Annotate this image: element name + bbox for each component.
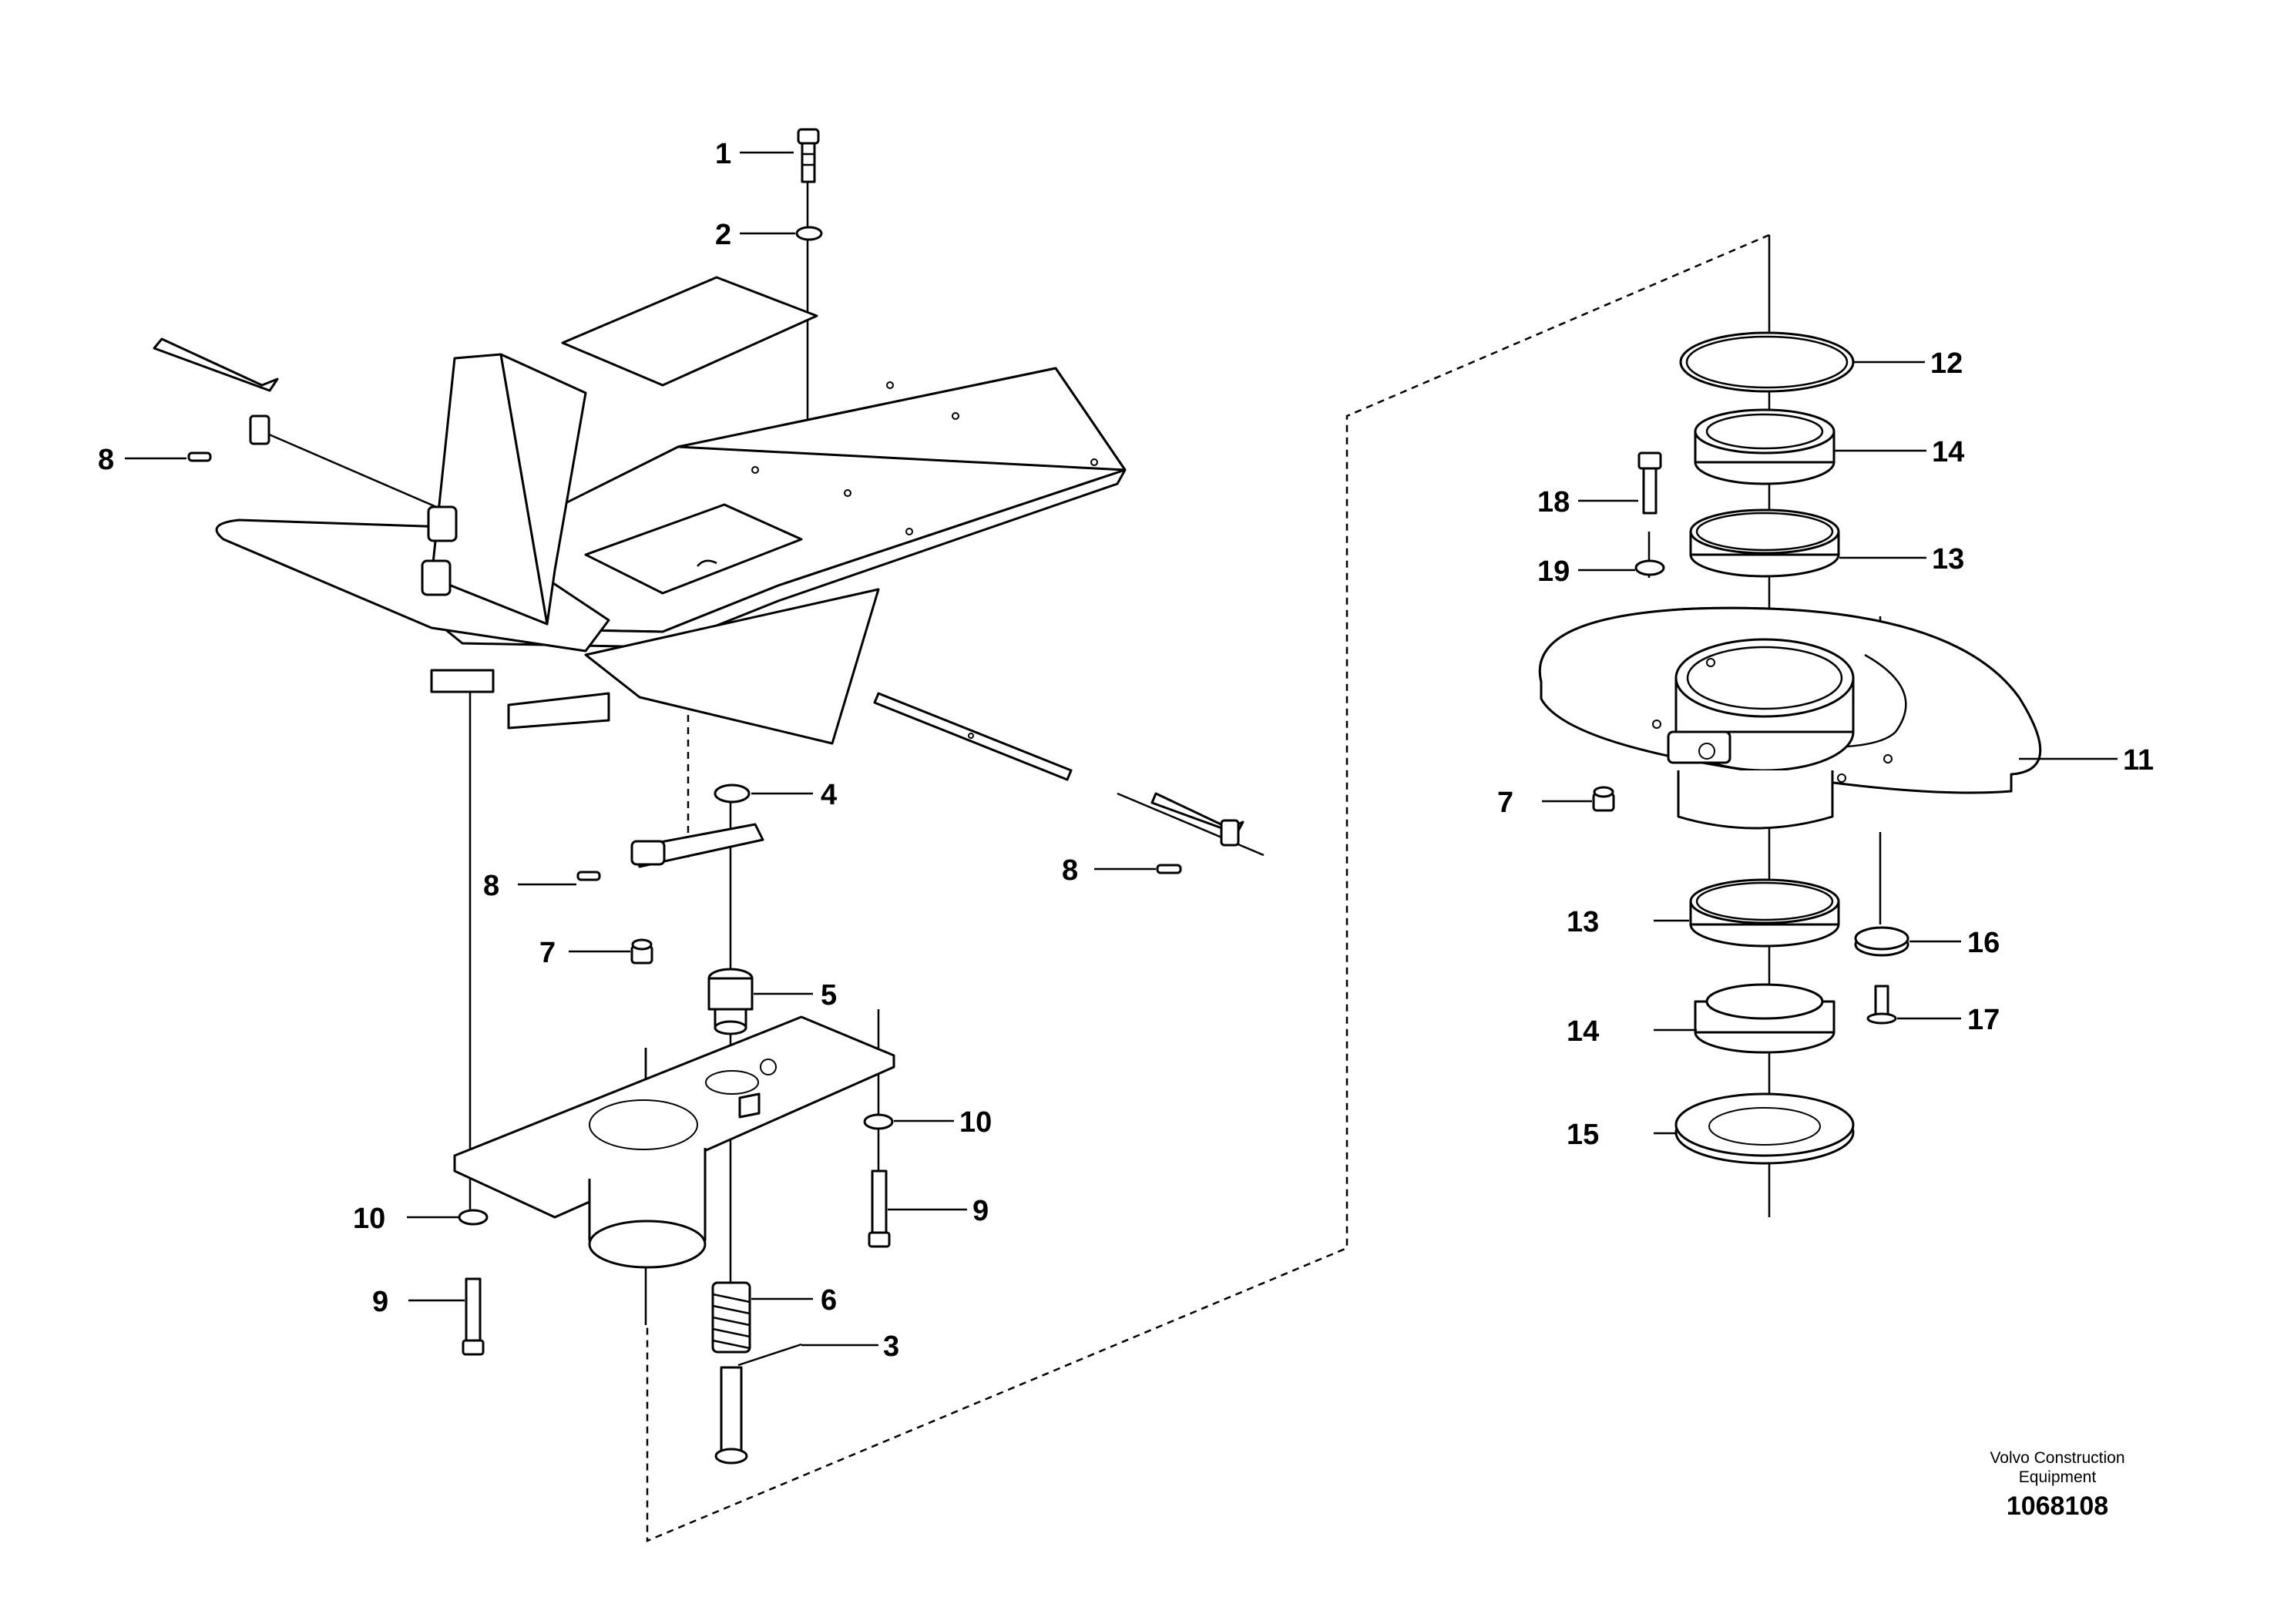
callout-7-right: 7	[1497, 787, 1513, 819]
callout-8-right: 8	[1062, 854, 1078, 887]
pin-part-8-center	[576, 871, 601, 881]
lock-nut-part-15	[1674, 1092, 1855, 1165]
bushing-part-5	[707, 968, 754, 1035]
pedal-base-plate	[215, 518, 880, 745]
callout-13-upper: 13	[1932, 543, 1964, 575]
detail-boundary-line	[646, 233, 1770, 1542]
bolt-part-1	[797, 128, 820, 183]
washer-part-19	[1634, 559, 1665, 576]
grease-fitting-part-7-left	[630, 938, 653, 965]
swivel-plate-part-11	[1538, 606, 2042, 830]
pedal-bracket	[421, 353, 587, 626]
callout-14-upper: 14	[1932, 436, 1964, 468]
callout-7-left: 7	[539, 937, 556, 969]
brand-name: Volvo Construction	[1990, 1449, 2125, 1467]
pedal-right	[1150, 792, 1244, 847]
callout-18: 18	[1537, 486, 1570, 518]
callout-4: 4	[821, 779, 837, 811]
callout-10-right: 10	[959, 1106, 992, 1139]
callout-14-lower: 14	[1567, 1015, 1599, 1048]
callout-5: 5	[821, 979, 837, 1012]
callout-8-center: 8	[483, 870, 499, 902]
washer-part-2	[795, 226, 823, 241]
pin-part-8-right	[1156, 864, 1182, 874]
callout-12: 12	[1930, 347, 1963, 380]
spring-part-6	[711, 1281, 751, 1354]
leader-lines	[125, 151, 2118, 1347]
lever-assembly	[630, 823, 764, 868]
callout-3: 3	[883, 1330, 899, 1363]
callout-1: 1	[715, 138, 731, 170]
pin-part-8-left	[187, 451, 212, 462]
grease-fitting-part-7-right	[1592, 786, 1615, 812]
callout-10-left: 10	[353, 1203, 385, 1235]
link-rod	[873, 692, 1073, 781]
bearing-cup-part-14-upper	[1694, 408, 1836, 485]
callout-16: 16	[1967, 927, 2000, 959]
callout-9-left: 9	[372, 1286, 388, 1318]
drawing-title-block: Volvo Construction Equipment 1068108	[1942, 1448, 2173, 1522]
plunger-part-3	[714, 1343, 802, 1465]
cover-plate	[561, 276, 818, 387]
drawing-number: 1068108	[2006, 1491, 2109, 1521]
screw-part-17	[1866, 985, 1897, 1025]
callout-19: 19	[1537, 555, 1570, 588]
callout-13-lower: 13	[1567, 906, 1599, 938]
callout-11: 11	[2123, 744, 2154, 777]
pedal-left	[153, 337, 279, 445]
bearing-ring-part-13-upper	[1689, 508, 1840, 578]
callout-9-right: 9	[972, 1195, 989, 1227]
bolt-part-9-right	[868, 1169, 891, 1248]
bearing-ring-part-13-lower	[1689, 878, 1840, 948]
o-ring-part-12	[1679, 331, 1855, 393]
axis-line	[1117, 792, 1265, 857]
bolt-part-9-left	[462, 1277, 485, 1356]
callout-6: 6	[821, 1284, 837, 1317]
bolt-part-18	[1637, 451, 1662, 515]
washer-part-10-right	[863, 1113, 894, 1130]
callout-8-left: 8	[98, 444, 114, 476]
washer-part-4	[714, 783, 751, 804]
o-ring-inner	[1685, 335, 1849, 389]
washer-part-16	[1854, 926, 1909, 957]
washer-part-10-left	[458, 1209, 489, 1226]
lower-bracket-plate	[453, 1015, 895, 1269]
callout-2: 2	[715, 219, 731, 251]
callout-15: 15	[1567, 1119, 1599, 1151]
brand-subtitle: Equipment	[2018, 1468, 2097, 1486]
bearing-cup-part-14-lower	[1694, 983, 1836, 1054]
callout-17: 17	[1967, 1004, 2000, 1036]
